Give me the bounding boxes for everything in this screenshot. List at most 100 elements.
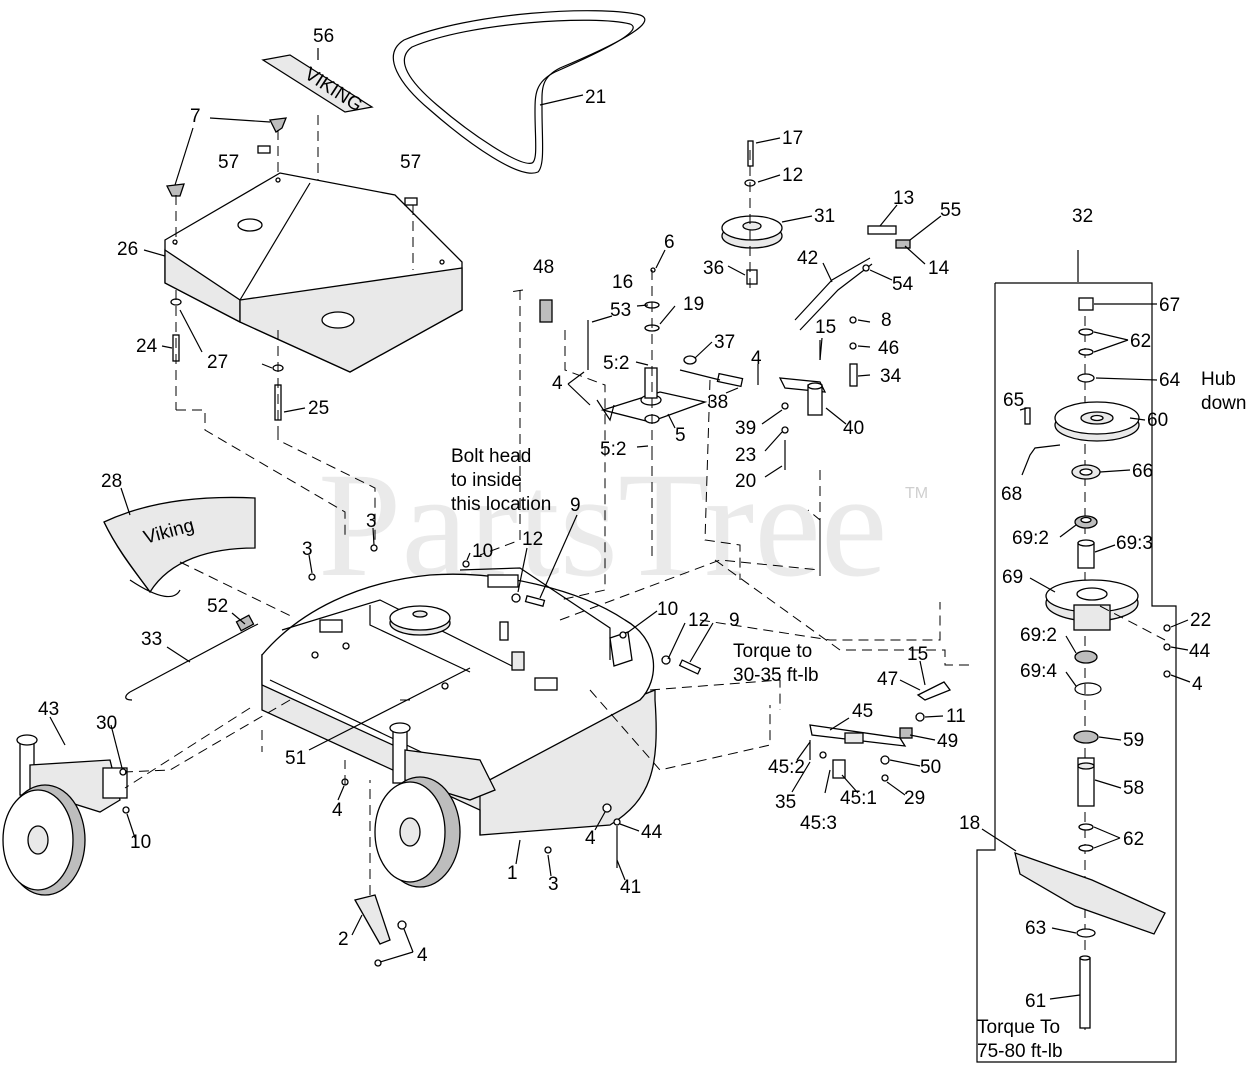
callout-26: 26 [117,239,138,260]
callout-15: 15 [815,317,836,338]
note-bolt-head-1: Bolt head [451,446,531,467]
callout-69-2: 69:2 [1012,528,1049,549]
callout-46: 46 [878,338,899,359]
callout-8: 8 [881,310,892,331]
callout-23: 23 [735,445,756,466]
callout-6: 6 [664,232,675,253]
callout-30: 30 [96,713,117,734]
bracket-2 [354,780,407,967]
callout-57: 57 [218,152,239,173]
callout-48: 48 [533,257,554,278]
spindle-detail-box [976,250,1177,1063]
callout-3: 3 [366,511,377,532]
callout-25: 25 [308,398,329,419]
loose-fasteners [119,544,702,868]
callout-59: 59 [1123,730,1144,751]
lever-42 [778,225,911,470]
callout-19: 19 [683,294,704,315]
callout-5-2: 5:2 [603,353,629,374]
callout-3: 3 [548,874,559,895]
callout-10: 10 [472,541,493,562]
callout-40: 40 [843,418,864,439]
callout-61: 61 [1025,991,1046,1012]
callout-66: 66 [1132,461,1153,482]
callout-21: 21 [585,87,606,108]
callout-69: 69 [1002,567,1023,588]
callout-17: 17 [782,128,803,149]
callout-2: 2 [338,929,349,950]
discharge-chute-28: Viking [103,496,256,598]
callout-4: 4 [751,348,762,369]
callout-57: 57 [400,152,421,173]
callout-33: 33 [141,629,162,650]
assembly-dash-lines [124,289,970,789]
callout-52: 52 [207,596,228,617]
callout-45-2: 45:2 [768,757,805,778]
callout-3: 3 [302,539,313,560]
belt-21 [392,10,646,174]
callout-4: 4 [552,373,563,394]
callout-39: 39 [735,418,756,439]
idler-arm-assembly [539,267,744,450]
callout-14: 14 [928,258,950,279]
callout-15: 15 [907,644,928,665]
callout-13: 13 [893,188,914,209]
callout-56: 56 [313,26,334,47]
callout-7: 7 [190,106,201,127]
callout-10: 10 [130,832,151,853]
leader-lines [49,48,1191,1000]
cover-hardware [166,117,418,430]
callout-45-3: 45:3 [800,813,837,834]
callout-67: 67 [1159,295,1180,316]
callout-31: 31 [814,206,835,227]
idler-pulley-31 [721,140,783,290]
callout-60: 60 [1147,410,1168,431]
callout-44: 44 [1189,641,1211,662]
callout-37: 37 [714,332,735,353]
callout-44: 44 [641,822,663,843]
callout-22: 22 [1190,610,1211,631]
callout-4: 4 [1192,674,1203,695]
callout-18: 18 [959,813,980,834]
callout-27: 27 [207,352,228,373]
callout-55: 55 [940,200,961,221]
callout-51: 51 [285,748,306,769]
callout-28: 28 [101,471,122,492]
rod-33-spring-52 [125,614,259,701]
watermark-tm: TM [905,485,928,502]
callout-4: 4 [585,828,596,849]
callout-47: 47 [877,669,898,690]
caster-wheel-right [374,722,496,888]
callout-49: 49 [937,731,958,752]
callout-36: 36 [703,258,724,279]
note-hub-down-1: Hub [1201,369,1236,390]
callout-1: 1 [507,863,518,884]
note-bolt-head-2: to inside [451,470,522,491]
callout-labels: 56 21 7 57 57 26 24 27 25 17 12 31 13 55… [38,26,1211,1012]
callout-32: 32 [1072,206,1093,227]
callout-16: 16 [612,272,633,293]
callout-50: 50 [920,757,941,778]
callout-34: 34 [880,366,902,387]
assembly-notes: Bolt head to inside this location Torque… [451,369,1246,1062]
callout-42: 42 [797,248,818,269]
callout-54: 54 [892,274,914,295]
callout-69-3: 69:3 [1116,533,1153,554]
note-torque-spindle-2: 75-80 ft-lb [977,1041,1063,1062]
callout-43: 43 [38,699,59,720]
callout-65: 65 [1003,390,1024,411]
callout-24: 24 [136,336,158,357]
note-torque-deck-2: 30-35 ft-lb [733,665,819,686]
callout-11: 11 [946,706,966,727]
callout-35: 35 [775,792,796,813]
mower-deck-1 [261,567,657,836]
callout-45: 45 [852,701,873,722]
callout-4: 4 [417,945,428,966]
note-torque-spindle-1: Torque To [977,1017,1060,1038]
callout-10: 10 [657,599,678,620]
note-hub-down-2: down [1201,393,1246,414]
note-torque-deck-1: Torque to [733,641,812,662]
deck-cover-26 [164,172,463,373]
callout-5: 5 [675,425,686,446]
